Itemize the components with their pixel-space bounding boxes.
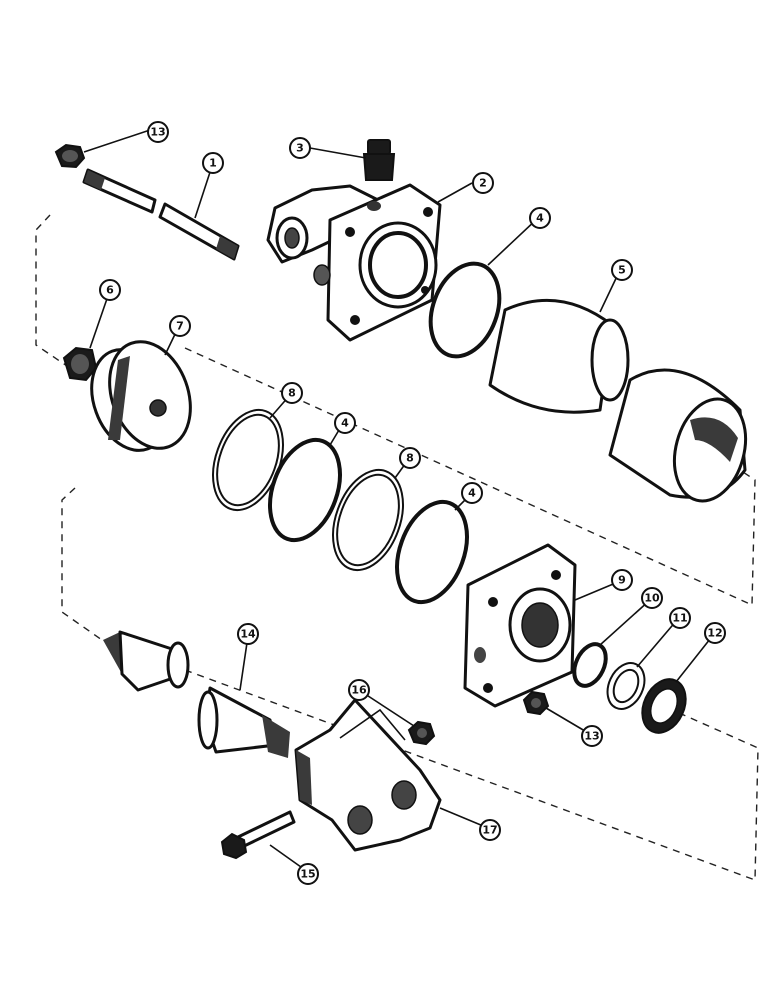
callout-label: 4 <box>341 417 349 430</box>
part-11-washer <box>606 662 646 710</box>
callout-label: 11 <box>672 612 687 625</box>
callout-label: 8 <box>406 452 414 465</box>
callout-6: 6 <box>99 279 121 301</box>
callout-4-upper: 4 <box>529 207 551 229</box>
callout-label: 15 <box>300 868 315 881</box>
callout-11: 11 <box>669 607 691 629</box>
part-4-o-ring-lower <box>395 499 469 605</box>
part-4-o-ring-upper <box>428 261 502 359</box>
part-8-backup-ring-a-inner <box>216 413 280 507</box>
callout-label: 4 <box>468 487 476 500</box>
part-17-clevis <box>294 698 442 852</box>
part-5-cylinder-tube <box>488 298 747 503</box>
callout-2: 2 <box>472 172 494 194</box>
part-1-tie-rod <box>82 168 240 261</box>
callout-13-lower: 13 <box>581 725 603 747</box>
callout-label: 6 <box>106 284 114 297</box>
lower-group-outline <box>61 487 759 881</box>
callout-1: 1 <box>202 152 224 174</box>
callout-16: 16 <box>348 679 370 701</box>
part-12-wiper-seal <box>641 678 687 734</box>
callout-12: 12 <box>704 622 726 644</box>
callout-label: 13 <box>150 126 165 139</box>
callout-9: 9 <box>611 569 633 591</box>
callout-label: 1 <box>209 157 217 170</box>
callout-17: 17 <box>479 819 501 841</box>
callout-8-b: 8 <box>399 447 421 469</box>
part-16-clevis-nut <box>407 720 436 746</box>
part-3-pipe-plug <box>362 139 396 181</box>
part-15-bolt <box>220 810 296 860</box>
callout-label: 12 <box>707 627 722 640</box>
callout-label: 16 <box>351 684 367 697</box>
callout-label: 10 <box>644 592 660 605</box>
callout-8-a: 8 <box>281 382 303 404</box>
callout-label: 5 <box>618 264 626 277</box>
callout-10: 10 <box>641 587 663 609</box>
callout-7: 7 <box>169 315 191 337</box>
callout-label: 4 <box>536 212 544 225</box>
callout-label: 8 <box>288 387 296 400</box>
callout-label: 2 <box>479 177 487 190</box>
callout-label: 3 <box>296 142 304 155</box>
part-10-o-ring <box>572 642 608 688</box>
callout-3: 3 <box>289 137 311 159</box>
callout-4-middle: 4 <box>334 412 356 434</box>
part-8-backup-ring-b <box>332 468 404 572</box>
callout-label: 9 <box>618 574 626 587</box>
callout-label: 14 <box>240 628 256 641</box>
callout-4-lower: 4 <box>461 482 483 504</box>
part-13-nut-top <box>54 143 86 169</box>
part-13-nut-lower <box>522 690 550 716</box>
part-4-o-ring-middle <box>268 437 342 543</box>
part-6-piston-nut <box>62 346 98 382</box>
callout-label: 17 <box>482 824 497 837</box>
callout-13-top: 13 <box>147 121 169 143</box>
part-7-piston <box>90 340 192 452</box>
callout-label: 13 <box>584 730 599 743</box>
callout-14: 14 <box>237 623 259 645</box>
callout-label: 7 <box>176 320 184 333</box>
part-14-piston-rod <box>103 630 290 758</box>
part-9-rod-end-cap <box>463 543 577 708</box>
upper-group-outline <box>35 214 756 607</box>
part-8-backup-ring-b-inner <box>336 473 400 567</box>
callout-5: 5 <box>611 259 633 281</box>
callout-15: 15 <box>297 863 319 885</box>
part-2-base-end-cap <box>266 183 442 342</box>
